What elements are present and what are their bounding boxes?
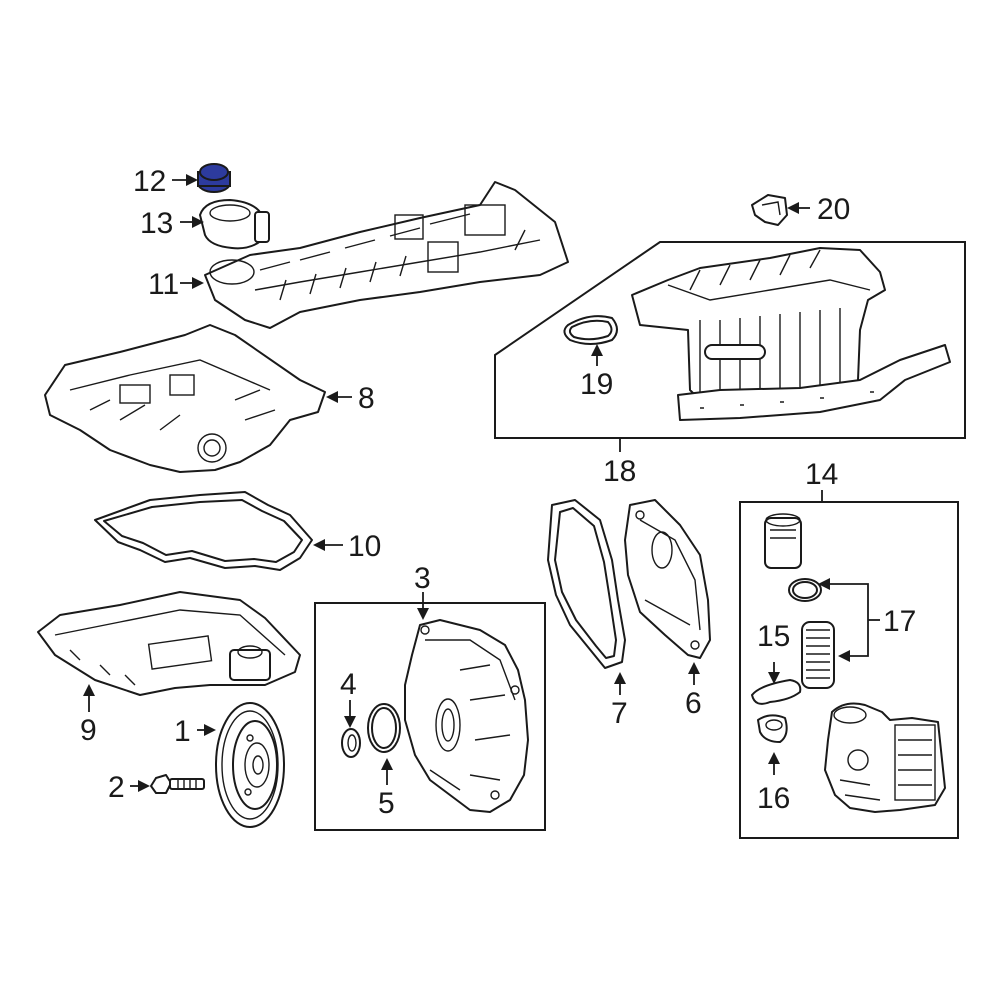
oil-filter-element-part-15[interactable] (801, 621, 835, 689)
lower-oil-pan-part-9[interactable] (37, 591, 301, 696)
filter-housing-cap-part-14[interactable] (764, 513, 802, 569)
bracket-part-20[interactable] (751, 194, 788, 226)
crankshaft-pulley-part-1[interactable] (215, 702, 285, 828)
callout-16[interactable]: 16 (757, 782, 790, 815)
callout-4[interactable]: 4 (340, 668, 357, 701)
filler-neck-part-13[interactable] (199, 199, 270, 250)
o-ring-part-5[interactable] (367, 703, 401, 753)
callout-20[interactable]: 20 (817, 193, 850, 226)
callout-1[interactable]: 1 (174, 715, 191, 748)
group-box-18 (494, 241, 966, 439)
callout-11[interactable]: 11 (148, 268, 179, 301)
oil-filter-housing-part-14[interactable] (824, 702, 946, 813)
valve-cover-part-11[interactable] (204, 181, 569, 329)
group-box-14 (739, 501, 959, 839)
callout-7[interactable]: 7 (611, 697, 628, 730)
callout-19[interactable]: 19 (580, 368, 613, 401)
callout-13[interactable]: 13 (140, 207, 173, 240)
callout-14[interactable]: 14 (805, 458, 838, 491)
callout-10[interactable]: 10 (348, 530, 381, 563)
leader-lines (83, 174, 880, 792)
callout-18[interactable]: 18 (603, 455, 636, 488)
cooler-assembly-part-18[interactable] (631, 247, 951, 421)
oil-pan-gasket-part-10[interactable] (94, 491, 313, 571)
seal-hose-part-16[interactable] (751, 679, 802, 743)
callout-2[interactable]: 2 (108, 771, 125, 804)
oil-filler-cap-part-12[interactable] (197, 163, 231, 193)
upper-oil-pan-part-8[interactable] (44, 324, 326, 473)
gasket-part-19[interactable] (563, 315, 618, 345)
callout-8[interactable]: 8 (358, 382, 375, 415)
timing-cover-part-3[interactable] (404, 619, 529, 813)
callout-3[interactable]: 3 (414, 562, 431, 595)
group-box-3 (314, 602, 546, 831)
callout-15[interactable]: 15 (757, 620, 790, 653)
oil-filter-o-ring-part-17[interactable] (788, 578, 822, 602)
callout-12[interactable]: 12 (133, 165, 166, 198)
cover-plate-part-6[interactable] (624, 499, 711, 659)
cover-gasket-part-7[interactable] (547, 499, 626, 669)
callout-labels: 12 13 11 8 10 9 1 2 3 4 5 7 6 18 19 20 1… (80, 165, 916, 820)
callout-9[interactable]: 9 (80, 714, 97, 747)
seal-part-4[interactable] (341, 728, 361, 758)
callout-17[interactable]: 17 (883, 605, 916, 638)
callout-6[interactable]: 6 (685, 687, 702, 720)
callout-5[interactable]: 5 (378, 787, 395, 820)
pulley-bolt-part-2[interactable] (150, 774, 205, 794)
